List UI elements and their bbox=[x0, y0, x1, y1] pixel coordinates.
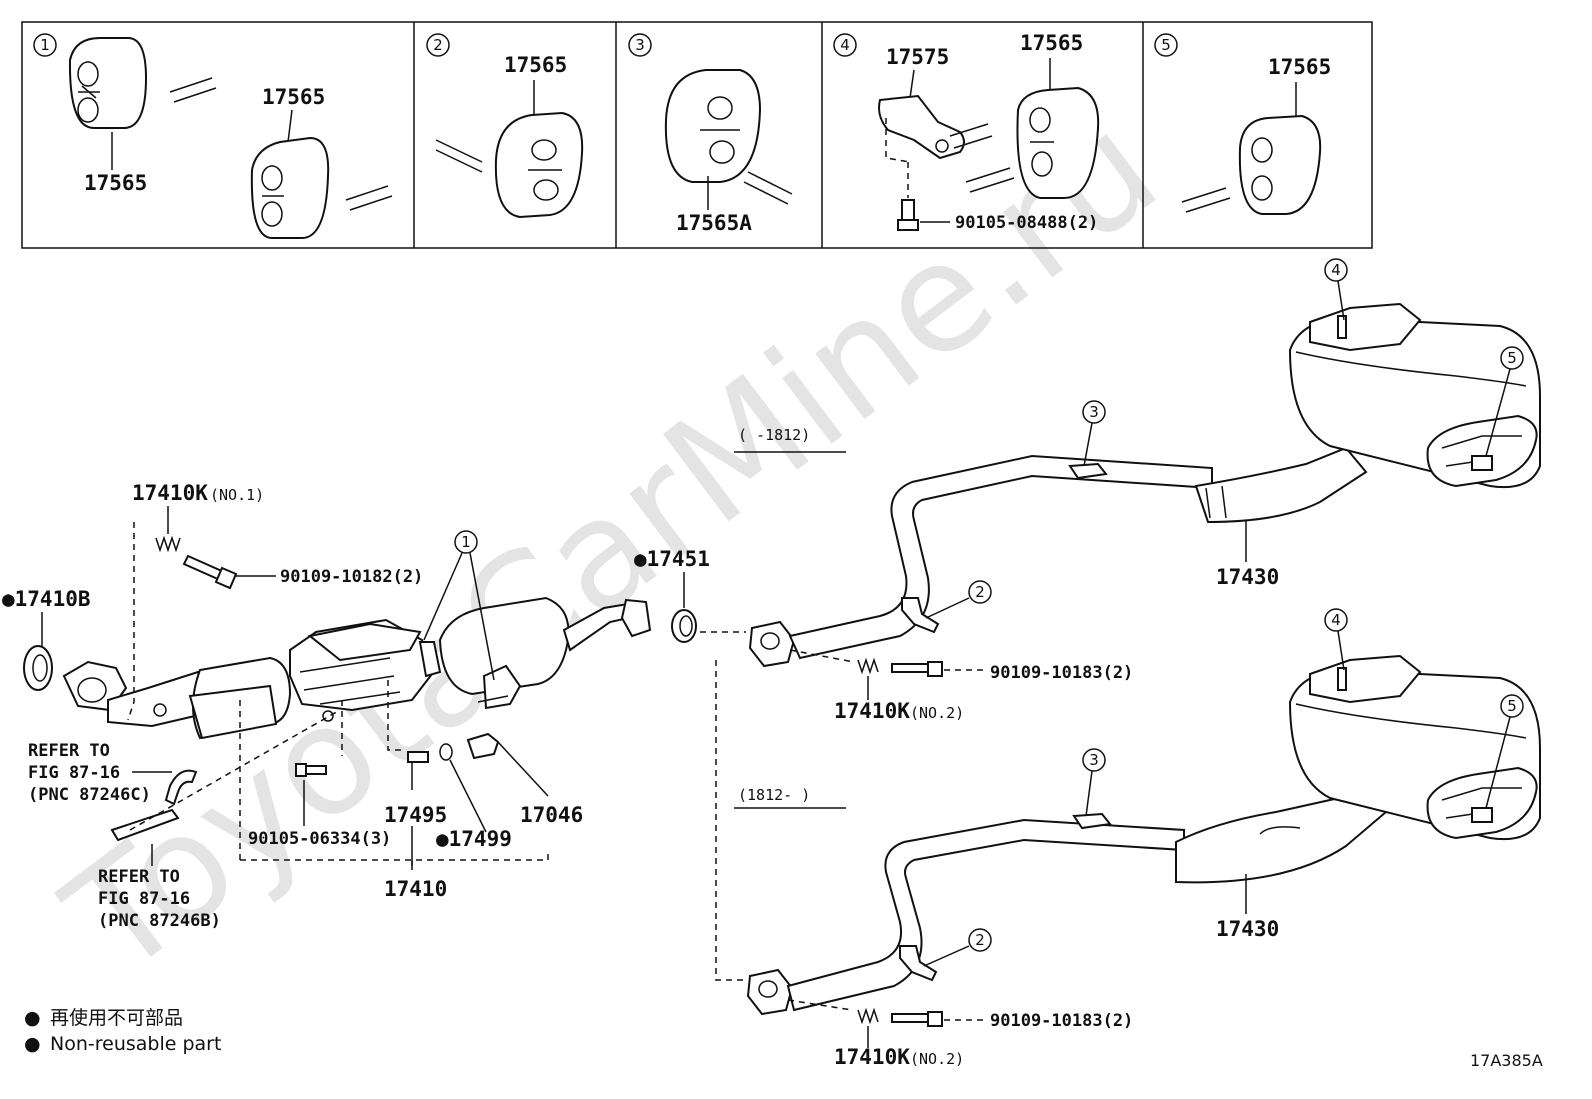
bolt-icon bbox=[891, 661, 943, 677]
gasket-ring-icon bbox=[671, 609, 697, 643]
callout-5: 5 bbox=[1161, 36, 1171, 54]
label-90109-10183-upper: 90109-10183(2) bbox=[990, 663, 1133, 683]
callout-1-front: 1 bbox=[461, 533, 471, 551]
svg-text:(PNC 87246C): (PNC 87246C) bbox=[28, 785, 151, 805]
label-17410: 17410 bbox=[384, 877, 447, 901]
hanger-bracket-icon bbox=[878, 94, 993, 163]
spring-icon bbox=[857, 657, 879, 675]
label-17565-e: 17565 bbox=[1268, 55, 1331, 79]
legend-mark-2: ● bbox=[24, 1033, 41, 1055]
callout-1: 1 bbox=[40, 36, 50, 54]
label-90105-08488: 90105-08488(2) bbox=[955, 213, 1098, 233]
callout-4-lower: 4 bbox=[1331, 611, 1341, 629]
label-17430-lower: 17430 bbox=[1216, 917, 1279, 941]
svg-text:FIG 87-16: FIG 87-16 bbox=[28, 763, 120, 783]
label-17410B: ●17410B bbox=[2, 587, 91, 611]
version-lower: (1812- ) bbox=[738, 786, 810, 804]
label-17410K-upper: 17410K bbox=[834, 699, 910, 723]
legend-jp: 再使用不可部品 bbox=[50, 1007, 183, 1029]
svg-text:REFER TO: REFER TO bbox=[28, 741, 110, 761]
legend-mark-1: ● bbox=[24, 1007, 41, 1029]
legend-en: Non-reusable part bbox=[50, 1033, 221, 1055]
label-17499: ●17499 bbox=[436, 827, 512, 851]
callout-3: 3 bbox=[635, 36, 645, 54]
label-17451: ●17451 bbox=[634, 547, 710, 571]
label-17046: 17046 bbox=[520, 803, 583, 827]
callout-2: 2 bbox=[433, 36, 443, 54]
front-pipe-catalyst bbox=[62, 596, 652, 740]
rubber-hanger-icon bbox=[664, 69, 762, 183]
panel-2: 2 17565 bbox=[426, 33, 584, 219]
label-90109-10182: 90109-10182(2) bbox=[280, 567, 423, 587]
panel-3: 3 17565A bbox=[628, 33, 793, 235]
label-17410K-no1-note: (NO.1) bbox=[210, 486, 264, 504]
sensor-icon bbox=[407, 751, 429, 790]
callout-5-upper: 5 bbox=[1507, 349, 1517, 367]
label-17410K-no1: 17410K bbox=[132, 481, 208, 505]
spring-icon bbox=[155, 535, 181, 553]
label-17565-a: 17565 bbox=[84, 171, 147, 195]
callout-4-upper: 4 bbox=[1331, 261, 1341, 279]
refer-note-87246B: REFER TO FIG 87-16 (PNC 87246B) bbox=[98, 867, 221, 931]
refer-note-87246C: REFER TO FIG 87-16 (PNC 87246C) bbox=[28, 741, 151, 805]
panel-1: 1 17565 17565 bbox=[33, 33, 393, 239]
callout-2-lower: 2 bbox=[975, 931, 985, 949]
callout-3-lower: 3 bbox=[1089, 751, 1099, 769]
label-17410K-lower: 17410K bbox=[834, 1045, 910, 1069]
label-17565-b: 17565 bbox=[262, 85, 325, 109]
label-17410K-lower-note: (NO.2) bbox=[910, 1050, 964, 1068]
label-17565-d: 17565 bbox=[1020, 31, 1083, 55]
bolt-icon bbox=[897, 199, 919, 231]
label-17565A: 17565A bbox=[676, 211, 752, 235]
label-17575: 17575 bbox=[886, 45, 949, 69]
callout-2-upper: 2 bbox=[975, 583, 985, 601]
version-upper: ( -1812) bbox=[738, 426, 810, 444]
rubber-hanger-icon bbox=[494, 111, 584, 219]
label-17565-c: 17565 bbox=[504, 53, 567, 77]
spring-icon bbox=[857, 1007, 879, 1025]
valve-icon bbox=[466, 732, 500, 760]
callout-4: 4 bbox=[840, 36, 850, 54]
hanger-detail-panel: 1 17565 17565 bbox=[21, 21, 1373, 249]
svg-text:REFER TO: REFER TO bbox=[98, 867, 180, 887]
hanger-pin-icon bbox=[169, 77, 217, 103]
bolt-icon bbox=[295, 763, 327, 777]
tail-pipe-upper: ( -1812) 3 2 4 5 17430 bbox=[734, 258, 1541, 723]
diagram-code: 17A385A bbox=[1470, 1051, 1543, 1070]
label-90109-10183-lower: 90109-10183(2) bbox=[990, 1011, 1133, 1031]
tail-pipe-lower: (1812- ) 3 2 4 5 17430 bbox=[734, 608, 1541, 1069]
label-90105-06334: 90105-06334(3) bbox=[248, 829, 391, 849]
callout-3-upper: 3 bbox=[1089, 403, 1099, 421]
panel-5: 5 17565 bbox=[1154, 33, 1331, 215]
legend: ● 再使用不可部品 ● Non-reusable part bbox=[24, 1007, 221, 1055]
svg-text:FIG 87-16: FIG 87-16 bbox=[98, 889, 190, 909]
bolt-icon bbox=[891, 1011, 943, 1027]
panel-4: 4 17575 90105-08488(2) 17565 bbox=[833, 31, 1100, 233]
gasket-ring-icon bbox=[23, 645, 53, 691]
rubber-hanger-icon bbox=[250, 136, 330, 239]
svg-text:(PNC 87246B): (PNC 87246B) bbox=[98, 911, 221, 931]
label-17430-upper: 17430 bbox=[1216, 565, 1279, 589]
hanger-pin-icon bbox=[345, 185, 393, 211]
label-17410K-upper-note: (NO.2) bbox=[910, 704, 964, 722]
label-17495: 17495 bbox=[384, 803, 447, 827]
rubber-hanger-icon bbox=[1016, 86, 1100, 199]
bolt-icon bbox=[182, 554, 238, 590]
rubber-hanger-icon bbox=[68, 37, 148, 129]
rubber-hanger-icon bbox=[1238, 114, 1322, 215]
front-catalyst-section: ●17410B 1 bbox=[2, 481, 746, 981]
callout-5-lower: 5 bbox=[1507, 697, 1517, 715]
